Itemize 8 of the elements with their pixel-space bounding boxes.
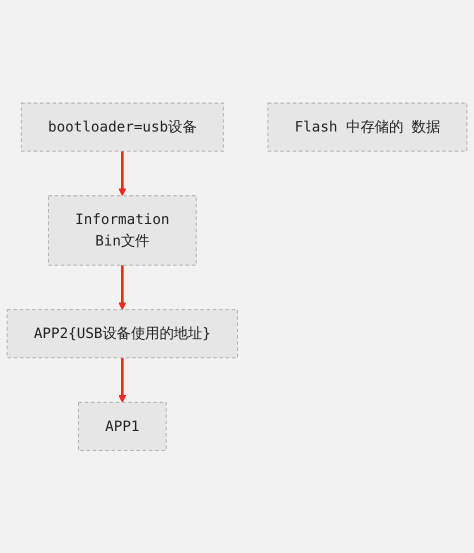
arrow <box>118 358 126 402</box>
node-box: Flash 中存储的 数据 <box>267 102 468 152</box>
arrow <box>118 150 126 196</box>
node-box: bootloader=usb设备 <box>20 102 224 152</box>
node-box: Information Bin文件 <box>48 195 197 266</box>
arrow <box>118 264 126 310</box>
node-box: APP1 <box>78 402 167 451</box>
node-box: APP2{USB设备使用的地址} <box>6 309 238 358</box>
